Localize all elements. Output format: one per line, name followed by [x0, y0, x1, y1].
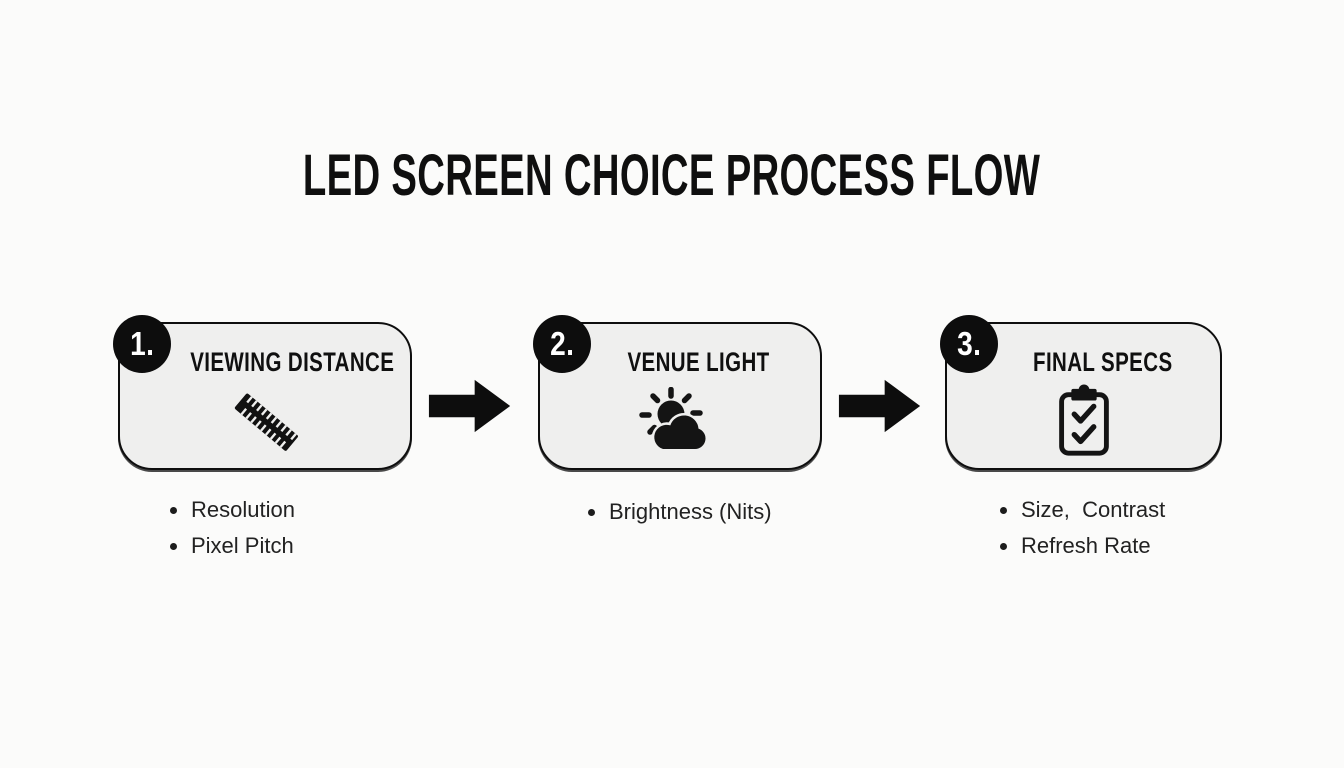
bullet-dot-icon — [1000, 506, 1007, 514]
bullet-dot-icon — [1000, 542, 1007, 550]
step-1-number-badge: 1. — [113, 315, 171, 373]
step-1-number: 1. — [129, 325, 155, 362]
arrow-right-icon — [428, 379, 511, 433]
list-item: Brightness (Nits) — [588, 494, 822, 530]
list-item: Size, Contrast — [1000, 492, 1222, 528]
step-2-bullet-list: Brightness (Nits) — [588, 494, 822, 530]
step-3-box: 3. FINAL SPECS — [940, 315, 1222, 470]
step-1-icon-area — [224, 374, 306, 468]
page-title-text: LED SCREEN CHOICE PROCESS FLOW — [303, 143, 1041, 208]
list-item: Refresh Rate — [1000, 528, 1222, 564]
step-3-number: 3. — [956, 325, 982, 362]
step-final-specs: 3. FINAL SPECS Size, Contrast — [940, 315, 1222, 564]
clipboard-checklist-icon — [1058, 384, 1109, 456]
step-venue-light: 2. VENUE LIGHT — [533, 315, 822, 530]
step-1-bullet-list: Resolution Pixel Pitch — [170, 492, 412, 564]
step-2-title: VENUE LIGHT — [627, 347, 771, 377]
list-item: Pixel Pitch — [170, 528, 412, 564]
step-2-box: 2. VENUE LIGHT — [533, 315, 822, 470]
bullet-dot-icon — [170, 506, 177, 514]
step-3-bullet-list: Size, Contrast Refresh Rate — [1000, 492, 1222, 564]
step-3-number-badge: 3. — [940, 315, 998, 373]
bullet-dot-icon — [588, 508, 595, 516]
step-2-number-badge: 2. — [533, 315, 591, 373]
step-1-title: VIEWING DISTANCE — [190, 347, 395, 377]
list-item: Resolution — [170, 492, 412, 528]
sun-behind-cloud-icon — [639, 387, 708, 452]
step-3-title: FINAL SPECS — [1032, 347, 1173, 377]
step-1-box: 1. VIEWING DISTANCE — [113, 315, 412, 470]
step-2-number: 2. — [549, 325, 575, 362]
step-2-icon-area — [638, 374, 722, 468]
step-viewing-distance: 1. VIEWING DISTANCE — [113, 315, 412, 564]
bullet-dot-icon — [170, 542, 177, 550]
step-3-icon-area — [1053, 374, 1115, 468]
page-title: LED SCREEN CHOICE PROCESS FLOW — [0, 146, 1344, 206]
ruler-icon — [234, 393, 298, 451]
arrow-right-icon — [838, 379, 921, 433]
